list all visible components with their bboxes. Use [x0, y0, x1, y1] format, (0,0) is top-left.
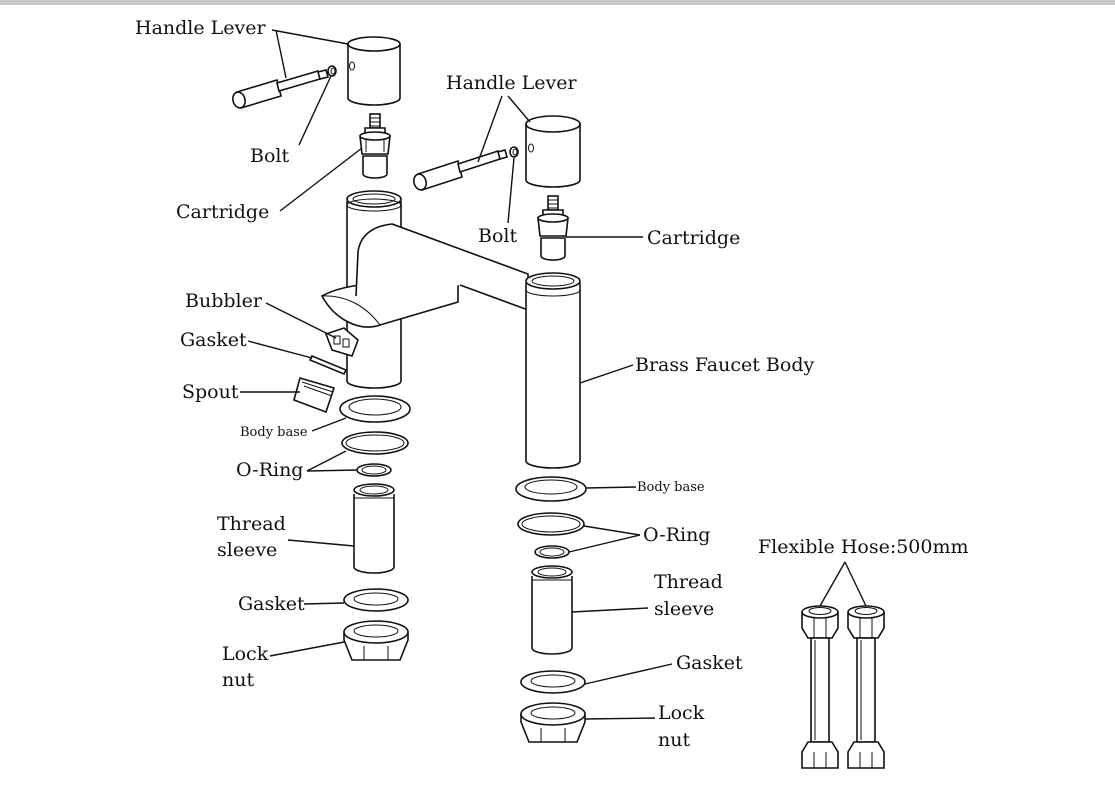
flexible-hose-right	[847, 605, 885, 769]
brass-faucet-body	[525, 272, 581, 469]
right-lock-nut	[520, 702, 586, 743]
label-right-handle-lever: Handle Lever	[446, 72, 577, 94]
right-cartridge	[537, 195, 569, 261]
right-handle-cap	[525, 115, 581, 188]
label-flexible-hose: Flexible Hose:500mm	[758, 536, 969, 558]
label-right-lock-nut-line1: Lock	[658, 702, 705, 724]
left-thread-sleeve	[353, 483, 395, 574]
label-spout: Spout	[182, 381, 239, 403]
label-right-thread-sleeve-line2: sleeve	[654, 598, 714, 620]
flexible-hose-left	[801, 605, 839, 769]
label-left-body-base: Body base	[240, 425, 308, 440]
spout-tip	[293, 377, 336, 414]
leader-lines	[240, 29, 867, 720]
left-gasket-top	[308, 354, 348, 376]
label-left-cartridge: Cartridge	[176, 201, 269, 223]
right-o-ring-small	[534, 545, 570, 559]
left-lock-nut	[343, 620, 409, 661]
label-left-o-ring: O-Ring	[236, 459, 303, 481]
spout-arm	[320, 223, 529, 328]
left-body-base	[339, 395, 411, 423]
left-gasket-bottom	[343, 588, 409, 612]
label-left-gasket-bottom: Gasket	[238, 593, 305, 615]
left-cartridge	[359, 113, 391, 179]
left-handle-rod	[232, 69, 329, 110]
label-right-thread-sleeve-line1: Thread	[654, 571, 723, 593]
right-body-base	[515, 476, 587, 502]
label-right-lock-nut-line2: nut	[658, 729, 690, 751]
label-left-lock-nut-line2: nut	[222, 669, 254, 691]
label-left-bolt: Bolt	[250, 145, 289, 167]
label-left-thread-sleeve-line1: Thread	[217, 513, 286, 535]
right-gasket	[520, 670, 586, 694]
right-thread-sleeve	[531, 565, 573, 655]
left-o-ring-large	[341, 431, 409, 455]
bubbler	[324, 327, 359, 357]
label-right-o-ring: O-Ring	[643, 524, 710, 546]
left-o-ring-small	[356, 463, 392, 477]
label-right-cartridge: Cartridge	[647, 227, 740, 249]
label-left-thread-sleeve-line2: sleeve	[217, 539, 277, 561]
right-bolt	[509, 146, 519, 158]
right-handle-rod	[413, 149, 508, 192]
top-border-bar	[0, 0, 1115, 5]
label-brass-faucet-body: Brass Faucet Body	[635, 354, 814, 376]
label-right-body-base: Body base	[637, 480, 705, 495]
label-left-handle-lever: Handle Lever	[135, 17, 266, 39]
left-handle-cap	[347, 36, 401, 106]
right-o-ring-large	[517, 512, 585, 536]
left-bolt	[327, 65, 337, 77]
label-bubbler: Bubbler	[185, 290, 263, 312]
label-left-gasket-top: Gasket	[180, 329, 247, 351]
label-left-lock-nut-line1: Lock	[222, 643, 269, 665]
label-right-bolt: Bolt	[478, 225, 517, 247]
label-right-gasket: Gasket	[676, 652, 743, 674]
